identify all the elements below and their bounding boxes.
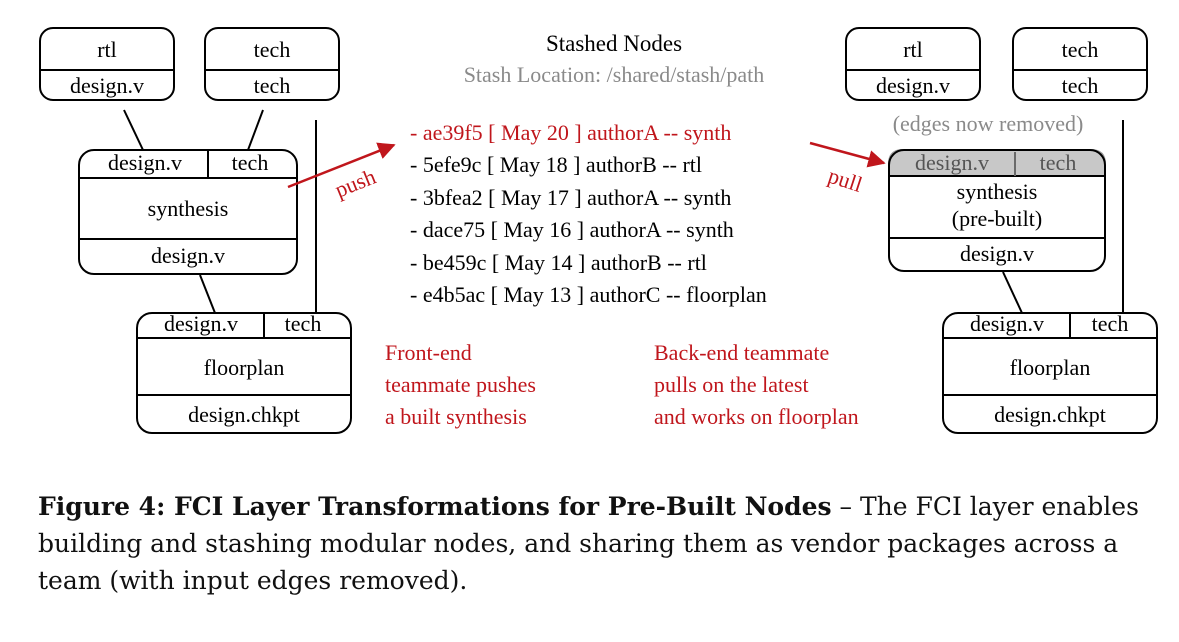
left-tech-output: tech [254, 73, 291, 98]
svg-text:and works on floorplan: and works on floorplan [654, 404, 859, 429]
stash-entry: - ae39f5 [ May 20 ] authorA -- synth [410, 120, 731, 145]
diagram: rtl design.v tech tech design.v tech syn… [39, 27, 1158, 434]
stash-entry: - e4b5ac [ May 13 ] authorC -- floorplan [410, 282, 767, 307]
left-rtl-node: rtl design.v [39, 27, 175, 101]
left-floorplan-name: floorplan [204, 355, 285, 380]
svg-text:Front-end: Front-end [385, 340, 472, 365]
figure-caption: Figure 4: FCI Layer Transformations for … [38, 488, 1148, 599]
svg-text:Back-end teammate: Back-end teammate [654, 340, 829, 365]
edge-synthesis-floorplan-right [1002, 271, 1023, 314]
push-arrow [287, 142, 396, 189]
right-tech-node: tech tech [1012, 27, 1148, 101]
right-synthesis-prebuilt-label: (pre-built) [952, 206, 1042, 231]
right-tech-name: tech [1062, 37, 1099, 62]
left-floorplan-node: design.v tech floorplan design.chkpt [136, 311, 352, 434]
back-end-note: Back-end teammate pulls on the latest an… [654, 340, 859, 429]
caption-text: – The FCI layer enables building and sta… [38, 492, 1139, 595]
left-floorplan-input-tech: tech [285, 311, 322, 336]
push-label: push [331, 164, 379, 203]
right-synthesis-input-tech: tech [1040, 150, 1077, 175]
caption-title: Figure 4: FCI Layer Transformations for … [38, 492, 832, 521]
left-tech-name: tech [254, 37, 291, 62]
left-synthesis-node: design.v tech synthesis design.v [78, 149, 298, 275]
left-floorplan-output: design.chkpt [188, 402, 300, 427]
right-floorplan-input-tech: tech [1092, 311, 1129, 336]
pull-arrow [809, 141, 886, 168]
left-synthesis-name: synthesis [148, 196, 229, 221]
edge-synthesis-floorplan [199, 274, 216, 314]
right-tech-output: tech [1062, 73, 1099, 98]
front-end-note: Front-end teammate pushes a built synthe… [385, 340, 536, 429]
edge-tech-synthesis [247, 109, 264, 151]
right-floorplan-node: design.v tech floorplan design.chkpt [942, 311, 1158, 434]
stash-location: Stash Location: /shared/stash/path [464, 62, 765, 87]
edge-rtl-synthesis [123, 109, 144, 151]
left-floorplan-input-design: design.v [164, 311, 238, 336]
edges-removed-note: (edges now removed) [893, 111, 1084, 136]
stash-list: - ae39f5 [ May 20 ] authorA -- synth - 5… [410, 120, 767, 307]
right-floorplan-output: design.chkpt [994, 402, 1106, 427]
right-floorplan-input-design: design.v [970, 311, 1044, 336]
left-tech-node: tech tech [204, 27, 340, 101]
stash-entry: - dace75 [ May 16 ] authorA -- synth [410, 217, 734, 242]
stash-title: Stashed Nodes [546, 31, 682, 56]
right-synthesis-prebuilt-node: design.v tech synthesis (pre-built) desi… [888, 149, 1106, 272]
right-synthesis-input-design: design.v [915, 150, 989, 175]
right-rtl-name: rtl [903, 37, 923, 62]
right-synthesis-name: synthesis [957, 179, 1038, 204]
pull-label: pull [825, 163, 865, 197]
svg-text:teammate pushes: teammate pushes [385, 372, 536, 397]
stash-entry: - be459c [ May 14 ] authorB -- rtl [410, 250, 707, 275]
stash-entry: - 3bfea2 [ May 17 ] authorA -- synth [410, 185, 731, 210]
left-rtl-output: design.v [70, 73, 144, 98]
svg-text:a built synthesis: a built synthesis [385, 404, 527, 429]
right-floorplan-name: floorplan [1010, 355, 1091, 380]
right-synthesis-output: design.v [960, 241, 1034, 266]
left-synthesis-input-design: design.v [108, 150, 182, 175]
left-synthesis-output: design.v [151, 243, 225, 268]
left-rtl-name: rtl [97, 37, 117, 62]
stash-entry: - 5efe9c [ May 18 ] authorB -- rtl [410, 152, 702, 177]
right-rtl-output: design.v [876, 73, 950, 98]
left-synthesis-input-tech: tech [232, 150, 269, 175]
svg-text:pulls on the latest: pulls on the latest [654, 372, 809, 397]
right-rtl-node: rtl design.v [845, 27, 981, 101]
